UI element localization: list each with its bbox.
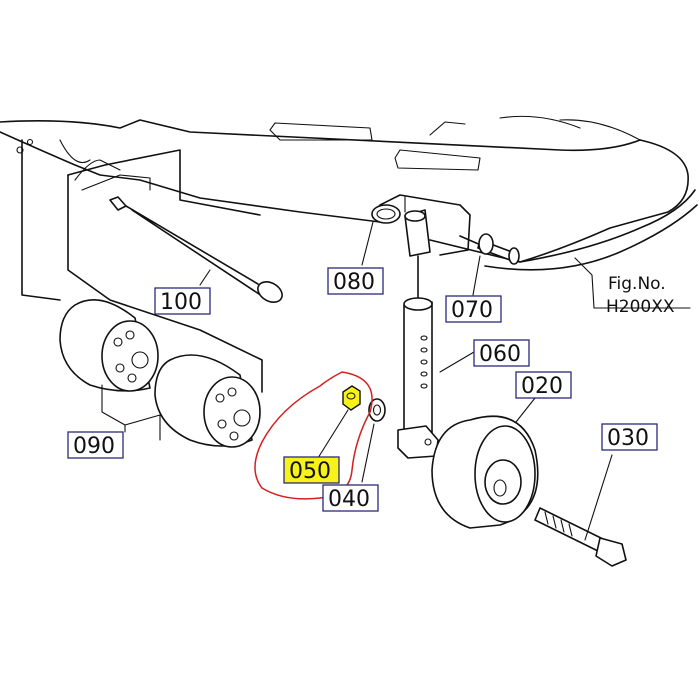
svg-text:090: 090 — [73, 434, 115, 459]
mower-deck — [0, 115, 698, 393]
label-020: 020 — [515, 371, 572, 399]
label-040: 040 — [322, 484, 379, 512]
svg-text:050: 050 — [289, 459, 331, 484]
caster-wheel-020 — [431, 415, 539, 529]
figure-label: Fig.No. — [608, 274, 666, 294]
label-030: 030 — [601, 423, 658, 451]
svg-text:030: 030 — [607, 426, 649, 451]
svg-text:080: 080 — [333, 270, 375, 295]
label-070: 070 — [445, 295, 502, 323]
label-100: 100 — [154, 287, 211, 315]
svg-text:040: 040 — [328, 487, 370, 512]
leader-lines — [101, 221, 691, 541]
label-060: 060 — [473, 339, 530, 367]
svg-text:060: 060 — [479, 342, 521, 367]
snap-ring-080 — [371, 204, 401, 224]
label-090: 090 — [67, 431, 124, 459]
highlight-outline — [254, 371, 373, 500]
caster-shaft-060 — [397, 209, 439, 459]
label-080: 080 — [327, 267, 384, 295]
axle-bolt-030 — [534, 507, 627, 567]
pin-070 — [477, 233, 520, 265]
label-050: 050 — [283, 456, 340, 484]
svg-text:020: 020 — [521, 374, 563, 399]
washer-040 — [368, 398, 386, 422]
svg-text:070: 070 — [451, 298, 493, 323]
figure-number-block: Fig.No. H200XX — [606, 274, 675, 317]
svg-text:100: 100 — [160, 290, 202, 315]
nut-050 — [342, 385, 361, 411]
figure-number: H200XX — [606, 297, 675, 317]
rollers-090 — [59, 298, 261, 448]
bolt-100 — [109, 196, 283, 303]
